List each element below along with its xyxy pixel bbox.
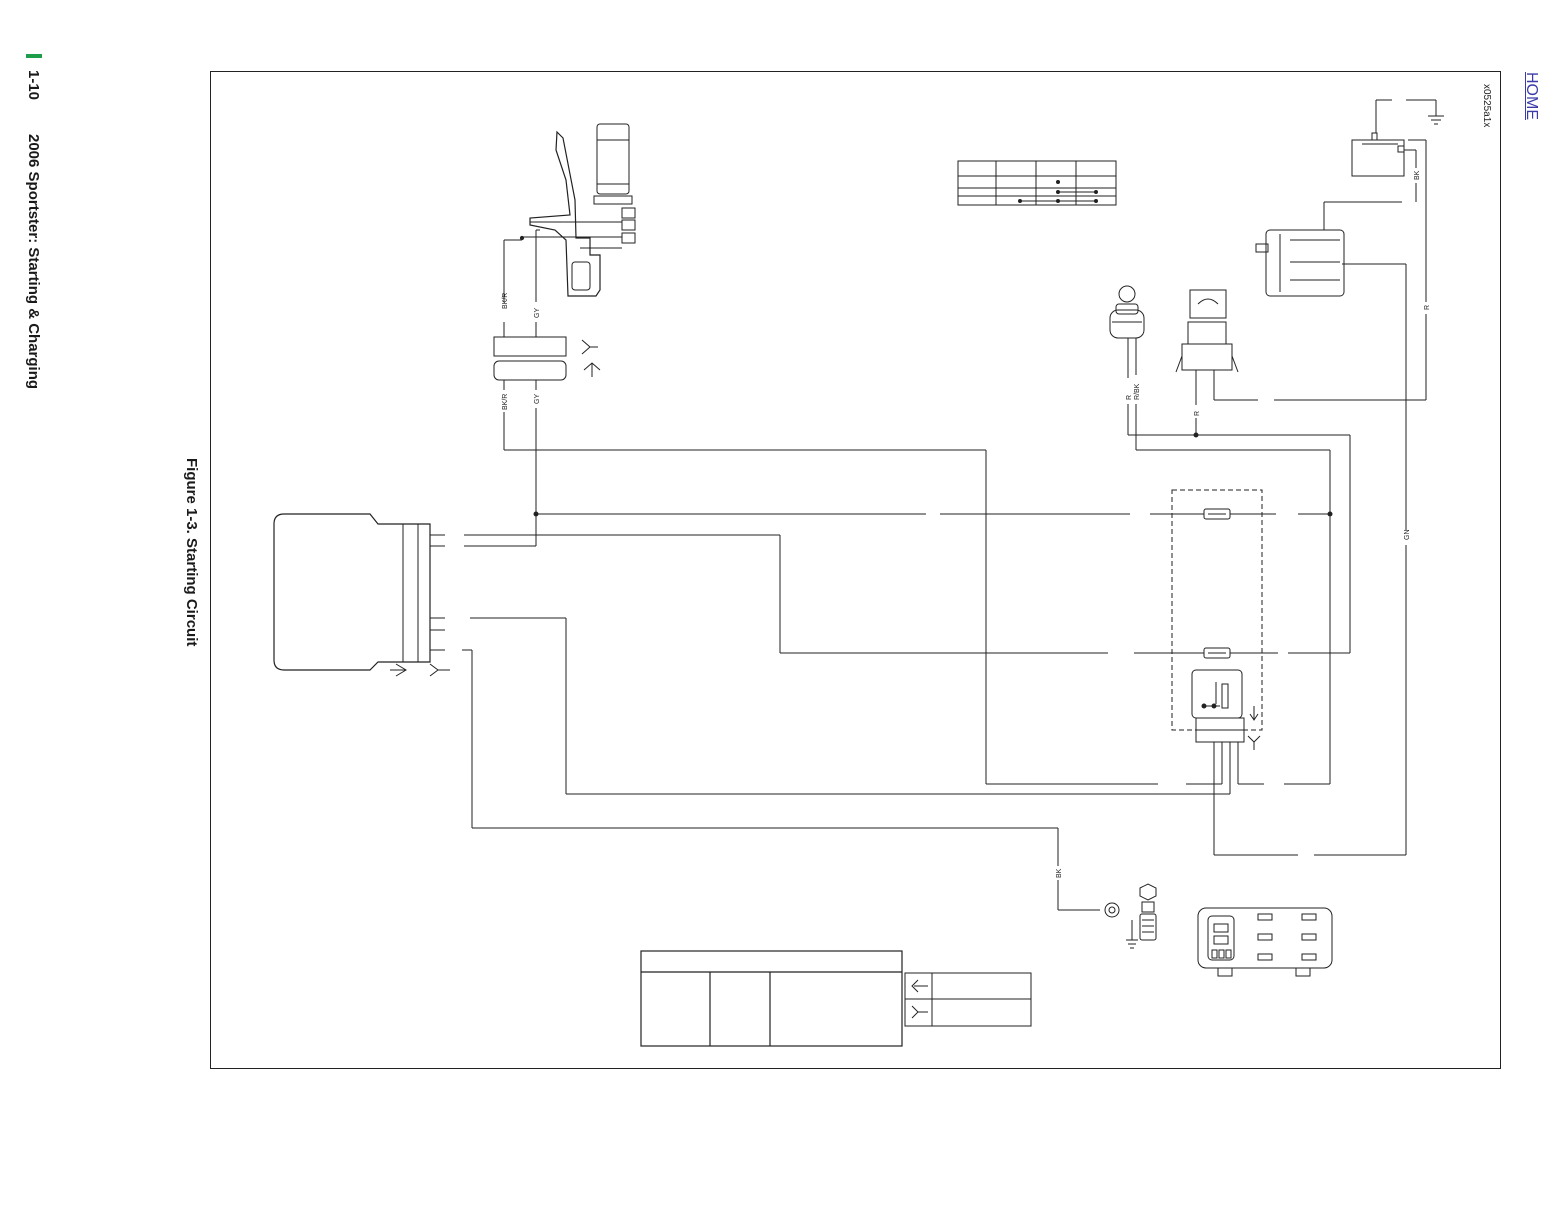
wiring-harness: BK [462, 435, 1351, 911]
socket-symbol-icon [911, 979, 928, 993]
wire-label: R [1424, 305, 1431, 310]
starter-relay [1191, 669, 1243, 719]
handlebar-connector: BK/R GY [493, 322, 601, 514]
fuse-block [1171, 489, 1298, 856]
switch-table [957, 160, 1117, 206]
pin-symbol-icon [583, 362, 601, 377]
fuse [1203, 647, 1231, 659]
fuse [1203, 508, 1231, 520]
wire-label: R/BK [1134, 383, 1141, 400]
wire-label: BK [1056, 868, 1063, 878]
diagram-frame [210, 71, 1501, 1069]
socket-symbol-icon [581, 339, 598, 355]
fuse-box [1197, 907, 1333, 977]
control-module [273, 513, 450, 677]
wire-label: GY [534, 394, 541, 404]
ignition-switch: R R/BK [1109, 285, 1350, 785]
chapter-marker [26, 54, 42, 58]
wire-label: BK/R [502, 394, 509, 410]
wire-label: R [1126, 395, 1133, 400]
handlebar-wires: BK/R GY [502, 229, 541, 318]
socket-symbol-icon [390, 663, 407, 677]
wire-label: R [1194, 411, 1201, 416]
ground-stud [1104, 883, 1157, 949]
pin-symbol-icon [1247, 735, 1261, 750]
socket-symbol-icon [1249, 706, 1259, 721]
pin-symbol-icon [911, 1005, 928, 1019]
wire-label: BK [1414, 170, 1421, 180]
wire-label: GY [534, 308, 541, 318]
wire-label: GN [1404, 530, 1411, 541]
legend-table [640, 950, 1032, 1047]
pin-symbol-icon [429, 663, 450, 677]
battery: BK R [1351, 99, 1444, 400]
handlebar-switch [522, 123, 636, 297]
wire-label: BK/R [502, 293, 509, 309]
starter-motor: GN [1255, 201, 1411, 856]
circuit-breaker: R [1175, 289, 1426, 438]
